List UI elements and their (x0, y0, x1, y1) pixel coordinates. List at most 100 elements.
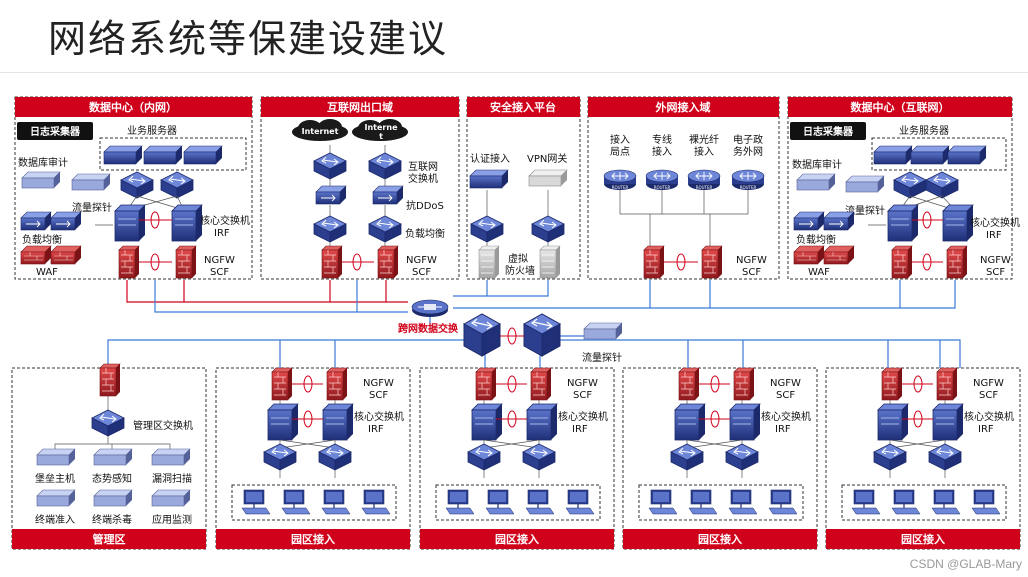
server-icon (947, 145, 987, 165)
firewall-icon (891, 245, 913, 279)
core-switch-icon (523, 313, 561, 357)
zone-title-internet-exit: 互联网出口域 (327, 100, 393, 114)
zone-title-management: 管理区 (93, 532, 126, 546)
core-switch-icon (114, 204, 146, 242)
core-switch-icon (463, 313, 501, 357)
app-monitor-label: 应用监测 (152, 513, 192, 526)
access-label: 接入 (694, 145, 714, 158)
server-icon (143, 145, 183, 165)
anti-ddos-icon (315, 185, 347, 205)
auth-server-icon (469, 169, 509, 189)
mgmt-switch-icon (91, 409, 125, 437)
zone-dc-internet: 数据中心（互联网） (787, 96, 1013, 280)
server-icon (873, 145, 913, 165)
campus-contents-2 (436, 368, 608, 520)
flow-probe-label: 流量探针 (845, 204, 885, 217)
pc-icon (241, 489, 271, 515)
switch-icon (893, 171, 927, 199)
campus-contents-3 (639, 368, 811, 520)
log-collector-label: 日志采集器 (803, 125, 854, 138)
app-monitor-icon (151, 489, 191, 507)
flow-probe-label: 流量探针 (72, 201, 112, 214)
firewall-icon (321, 245, 343, 279)
router-tag: ROUTER (740, 185, 757, 190)
db-audit-label: 数据库审计 (792, 158, 842, 171)
flow-probe-icon (583, 322, 623, 340)
anti-ddos-label: 抗DDoS (406, 199, 444, 212)
zone-external-access: 外网接入域 (587, 96, 780, 280)
waf-icon (50, 245, 82, 265)
zone-title-campus-4: 园区接入 (901, 532, 945, 546)
zone-campus-2: 园区接入 (419, 367, 615, 550)
core-switch-icon (171, 204, 203, 242)
management-contents: 管理区交换机 堡垒主机 态势感知 漏洞扫描 终端准入 终端杀毒 应用监测 (35, 363, 193, 526)
virtual-fw-label-2: 防火墙 (505, 264, 535, 277)
flow-probe-icon (845, 175, 885, 193)
access-label: 电子政 (733, 133, 763, 146)
virtual-fw-label-1: 虚拟 (508, 252, 528, 265)
cross-net-exchange: 跨网数据交换 流量探针 (398, 299, 623, 364)
scf-label: SCF (742, 267, 761, 278)
access-label: 裸光纤 (689, 133, 719, 146)
scf-label: SCF (210, 267, 229, 278)
scf-label: SCF (986, 267, 1005, 278)
load-balancer-icon (50, 211, 82, 231)
ngfw-label: NGFW (204, 255, 235, 266)
switch-icon (925, 171, 959, 199)
firewall-icon (118, 245, 140, 279)
zone-internet-exit: 互联网出口域 (260, 96, 460, 280)
switch-icon (470, 215, 504, 243)
switch-icon (120, 171, 154, 199)
bastion-host-label: 堡垒主机 (35, 472, 75, 485)
waf-icon (793, 245, 825, 265)
zone-campus-4: 园区接入 (825, 367, 1021, 550)
core-switch-label: 核心交换机 (354, 410, 404, 423)
ngfw-label: NGFW (980, 255, 1011, 266)
backbone-links (107, 280, 961, 368)
access-label: 务外网 (733, 145, 763, 158)
ngfw-label: NGFW (363, 378, 394, 389)
zone-campus-3: 园区接入 (622, 367, 818, 550)
anti-ddos-icon (372, 185, 404, 205)
pc-icon (321, 489, 351, 515)
mgmt-switch-label: 管理区交换机 (133, 419, 193, 432)
log-collector-label: 日志采集器 (30, 125, 81, 138)
dc-internal-contents: 日志采集器 业务服务器 数据库审计 流量探针 核心交换机 IRF 负载均衡 WA… (17, 122, 250, 279)
load-balancer-icon (368, 215, 402, 243)
zone-title-campus-2: 园区接入 (495, 532, 539, 546)
business-server-label: 业务服务器 (899, 124, 949, 137)
core-switch-icon (267, 403, 299, 441)
internet-label: Internet (302, 127, 339, 136)
core-switch-icon (322, 403, 354, 441)
zone-secure-access: 安全接入平台 (466, 96, 581, 280)
waf-icon (823, 245, 855, 265)
virtual-firewall-icon (539, 245, 561, 279)
db-audit-label: 数据库审计 (18, 156, 68, 169)
firewall-icon (701, 245, 723, 279)
access-label: 接入 (610, 133, 630, 146)
vpn-gateway-label: VPN网关 (527, 152, 567, 165)
terminal-access-label: 终端准入 (35, 513, 75, 526)
data-exchange-icon (411, 299, 449, 318)
flow-probe-icon (71, 173, 111, 191)
router-tag: ROUTER (654, 185, 671, 190)
load-balancer-icon (793, 211, 825, 231)
core-switch-icon (887, 204, 919, 242)
internet-switch-icon (368, 152, 402, 180)
server-icon (103, 145, 143, 165)
secure-access-contents: 认证接入 VPN网关 虚拟 防火墙 (469, 152, 568, 279)
core-switch-label: 核心交换机 (200, 214, 250, 227)
access-label: 接入 (652, 145, 672, 158)
load-balance-label: 负载均衡 (405, 227, 445, 240)
zone-dc-internal: 数据中心（内网） (14, 96, 253, 280)
internet-switch-label-1: 互联网 (408, 161, 438, 173)
vpn-gateway-icon (528, 169, 568, 187)
ngfw-label: NGFW (736, 255, 767, 266)
firewall-icon (946, 245, 968, 279)
access-label: 专线 (652, 133, 672, 146)
irf-label: IRF (986, 230, 1002, 241)
zone-title-campus-1: 园区接入 (291, 532, 335, 546)
ngfw-label: NGFW (406, 255, 437, 266)
db-audit-icon (796, 173, 836, 191)
